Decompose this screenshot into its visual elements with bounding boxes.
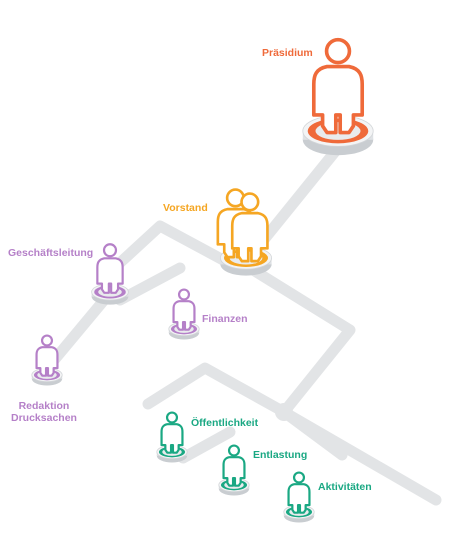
person-icon: [222, 444, 246, 487]
person-head: [324, 37, 352, 65]
node-aktivitaeten: [283, 471, 315, 523]
label-praesidium: Präsidium: [262, 47, 313, 59]
person-icon: [160, 411, 184, 454]
person-icon: [35, 334, 59, 377]
person-head: [165, 411, 179, 424]
person-head: [177, 288, 191, 301]
label-oeffentlichkeit: Öffentlichkeit: [191, 417, 259, 429]
connector-line-3: [278, 406, 348, 461]
person-icon-front: [230, 192, 269, 263]
label-entlastung: Entlastung: [253, 449, 308, 461]
connector-line-4: [177, 426, 236, 464]
person-body: [96, 257, 124, 294]
person-body: [287, 483, 311, 514]
person-body: [160, 423, 184, 454]
person-body: [172, 300, 196, 331]
node-redaktion: [31, 334, 63, 386]
person-head: [227, 444, 241, 457]
label-aktivitaeten: Aktivitäten: [318, 481, 372, 493]
connector-line-7: [114, 262, 186, 306]
label-finanzen: Finanzen: [202, 313, 248, 325]
person-head: [102, 243, 118, 258]
person-icon: [311, 37, 365, 135]
label-geschaeftsleitung: Geschäftsleitung: [8, 247, 94, 259]
label-vorstand: Vorstand: [163, 202, 208, 214]
connector-line-6: [44, 287, 116, 371]
person-head: [240, 192, 260, 212]
connector-line-0: [256, 142, 344, 248]
node-geschaeftsleitung: [91, 243, 129, 305]
person-body: [311, 64, 365, 135]
person-icon: [287, 471, 311, 514]
person-icon: [96, 243, 124, 294]
connector-junction: [275, 403, 293, 421]
person-body: [222, 456, 246, 487]
node-vorstand: [216, 188, 272, 276]
node-finanzen: [168, 288, 200, 340]
node-oeffentlichkeit: [156, 411, 188, 463]
node-entlastung: [218, 444, 250, 496]
person-body: [35, 346, 59, 377]
person-head: [40, 334, 54, 347]
connector-lines: [44, 142, 442, 506]
person-icon: [172, 288, 196, 331]
person-head: [292, 471, 306, 484]
connector-line-1: [142, 262, 356, 418]
connector-line-5: [104, 220, 244, 278]
node-group: [31, 37, 374, 523]
two-persons-icon: [216, 188, 269, 263]
person-body: [230, 211, 269, 263]
node-praesidium: [302, 37, 374, 156]
